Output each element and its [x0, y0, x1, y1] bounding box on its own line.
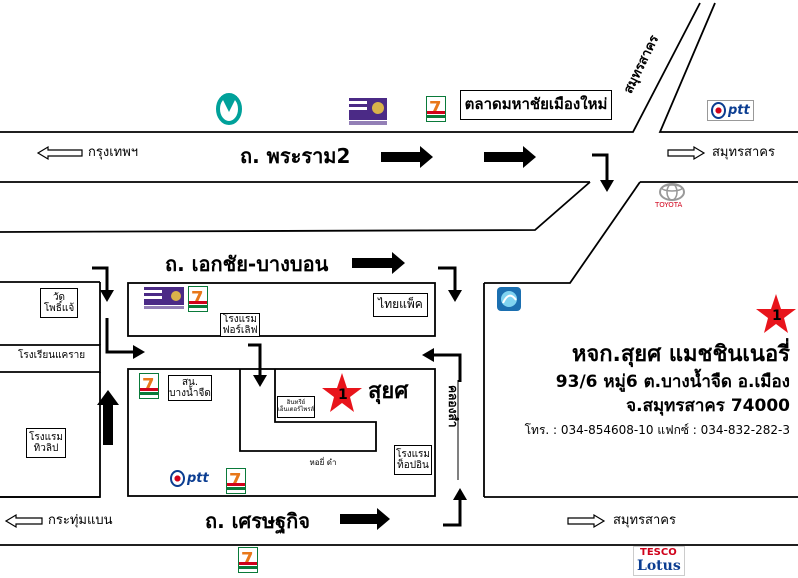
route-arrow-2: [484, 146, 536, 168]
toyota-logo: [659, 183, 685, 201]
company-name: หจก.สุยศ แมชชินเนอรี่: [571, 342, 790, 367]
route-arrow-4: [340, 508, 390, 530]
seven-eleven-logo-upper-block: 7: [188, 286, 208, 312]
block-lower: [127, 368, 436, 497]
direction-kratumbaen: กระทุ่มแบน: [48, 513, 113, 528]
road-diagonal-right-edge: [658, 2, 798, 133]
bent-arrow-heads: [97, 180, 614, 500]
direction-samut-top: สมุทรสาคร: [712, 145, 775, 160]
marker-short-name: สุยศ: [368, 379, 409, 404]
seven-eleven-logo-lower-mid: 7: [226, 468, 246, 494]
route-arrows: [340, 146, 536, 530]
arrow-up-left-road: [97, 390, 119, 445]
wat-label: วัด โพธิ์แจ้: [40, 288, 78, 318]
route-arrow-1: [381, 146, 433, 168]
marker-star-map: [322, 373, 362, 412]
bent-arrow-right-down: [438, 266, 457, 292]
block-inner-lane: [239, 369, 377, 452]
arrow-left-bangkok: [36, 145, 83, 161]
ptt-drop-icon: [170, 470, 185, 487]
company-address-2: จ.สมุทรสาคร 74000: [626, 396, 790, 416]
bent-arrow-junction: [592, 153, 609, 182]
tesco-text: TESCO: [640, 547, 677, 558]
thaipack-label: ไทยแพ็ค: [373, 293, 428, 317]
toyota-label: TOYOTA: [655, 201, 683, 209]
seven-eleven-logo-lower-left: 7: [139, 373, 159, 399]
ptt-logo-lower: ptt: [170, 470, 209, 487]
marker-star-legend: [756, 294, 796, 333]
route-arrow-3: [352, 252, 405, 274]
arrowhead-bottom-up: [453, 488, 467, 500]
arrowhead-junction: [600, 180, 614, 192]
arrow-left-kratumbaen: [4, 513, 43, 529]
arrowhead-right-down: [448, 290, 462, 302]
road-network: [0, 2, 798, 546]
hotel-tiew-label: โรงแรม ทิวลิป: [26, 428, 66, 458]
marker-number-map: 1: [338, 387, 348, 403]
ptt-drop-icon: [711, 102, 726, 119]
seven-eleven-logo-bottom: 7: [238, 547, 258, 573]
bank-logo-block: [144, 287, 184, 309]
tesco-lotus-logo: TESCO Lotus: [633, 546, 685, 576]
petronas-logo: [216, 93, 242, 125]
arrowhead-ekachai: [100, 290, 114, 302]
arrowhead-mid-down: [253, 375, 267, 387]
bent-arrow-mid-down: [248, 343, 262, 377]
arrow-right-samut-bottom: [567, 513, 606, 529]
road-name-rama2: ถ. พระราม2: [240, 144, 351, 168]
direction-arrows: [4, 145, 706, 529]
road-left-block-edge: [0, 344, 101, 373]
lotus-text: Lotus: [637, 558, 681, 574]
dead-end-label: หอยี่ ดำ: [307, 454, 339, 472]
market-label: ตลาดมหาชัยเมืองใหม่: [460, 90, 612, 120]
gas-station-logo-right: [497, 287, 521, 311]
direction-samut-bottom: สมุทรสาคร: [613, 513, 676, 528]
seven-eleven-logo-top: 7: [426, 96, 446, 122]
bent-arrows: [92, 153, 609, 527]
bent-arrow-left-turn: [105, 318, 135, 354]
hotel-flight-label: โรงแรม ฟอร์เลิฟ: [220, 313, 260, 337]
bent-arrow-ekachai-down: [92, 266, 109, 292]
direction-bangkok: กรุงเทพฯ: [88, 145, 139, 160]
block-upper: [127, 282, 436, 337]
road-diagonal-lower-edge: [0, 181, 591, 233]
ptt-logo-top: ptt: [707, 100, 754, 121]
school-label: โรงเรียนแคราย: [18, 350, 86, 361]
road-name-setthakit: ถ. เศรษฐกิจ: [205, 509, 310, 533]
factory-label: อินทรีย์ เอ็นเตอร์ไพรส์: [277, 396, 315, 418]
arrow-right-samut-top: [667, 145, 706, 161]
road-diagonal-outer-edge: [484, 181, 641, 284]
arrowhead-left-turn: [133, 345, 145, 359]
bank-logo-top: [349, 98, 387, 125]
company-phone: โทร. : 034-854608-10 แฟกซ์ : 034-832-282…: [524, 423, 790, 437]
police-label: สน. บางน้ำจืด: [168, 375, 212, 401]
bent-arrow-canal-left: [432, 353, 462, 382]
canal-label: คลองสำ: [446, 385, 461, 428]
road-rama2-top-edge: [0, 2, 701, 133]
company-address-1: 93/6 หมู่6 ต.บางน้ำจืด อ.เมือง: [555, 372, 790, 392]
arrowhead-canal-left: [422, 348, 434, 362]
hotel-top-label: โรงแรม ท็อปอิน: [394, 445, 432, 475]
marker-number-legend: 1: [772, 308, 782, 324]
road-name-ekachai: ถ. เอกชัย-บางบอน: [165, 252, 329, 276]
bent-arrow-bottom-up: [443, 498, 462, 527]
